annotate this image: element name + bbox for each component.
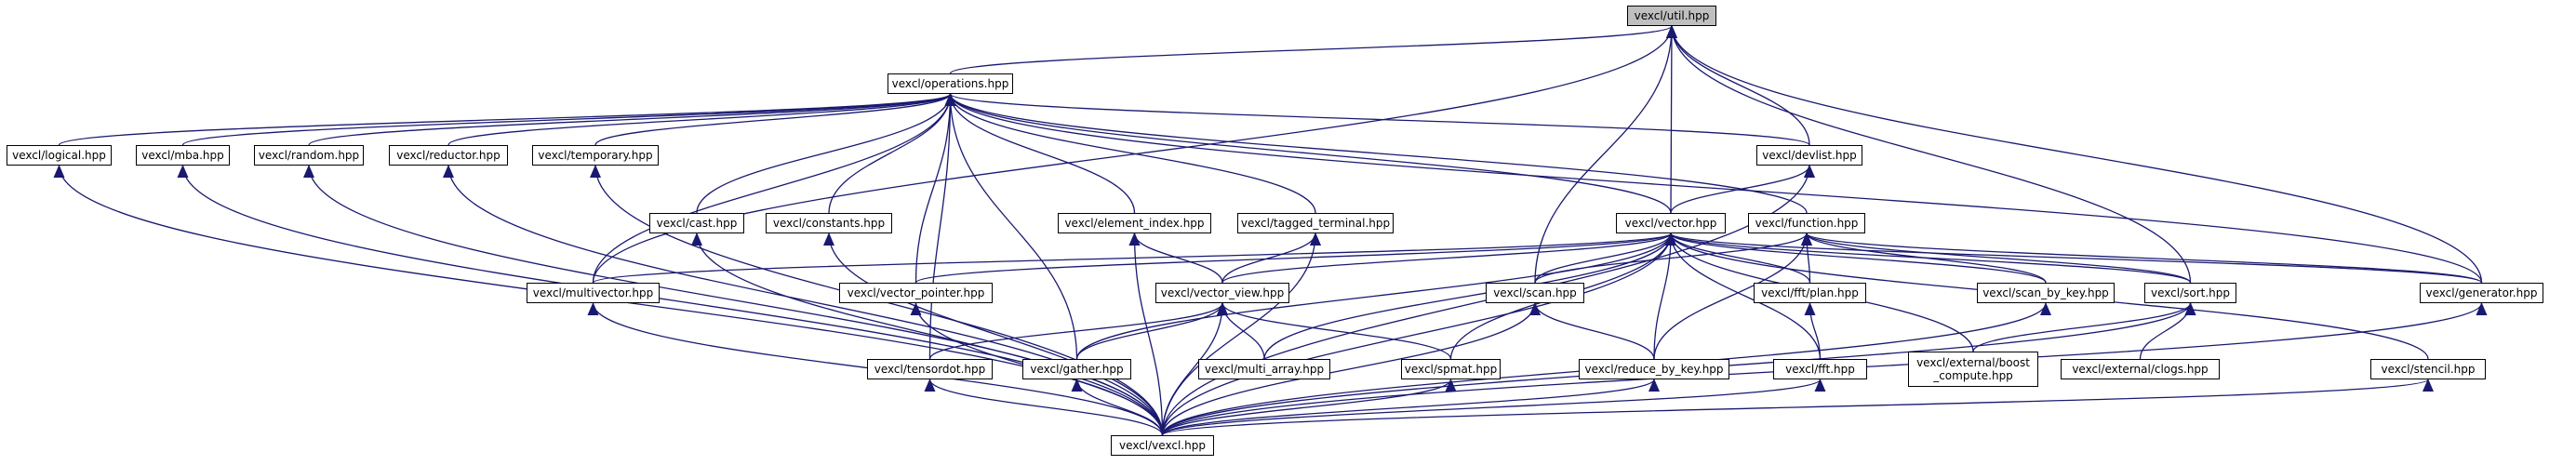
node-reduce-by-key[interactable]: vexcl/reduce_by_key.hpp [1579,359,1729,379]
edge-scan_by_key-to-function [1801,232,2047,284]
edge-multivector-to-vector [592,232,1676,284]
node-spmat[interactable]: vexcl/spmat.hpp [1401,359,1501,379]
edge-scan-to-function [1534,232,1812,284]
edge-vexcl-to-reduce_by_key [1161,379,1660,436]
node-vector[interactable]: vexcl/vector.hpp [1616,213,1726,233]
edge-constants-to-operations [828,93,956,214]
edge-vexcl-to-cast [691,232,1164,436]
edge-mba-to-operations [181,93,956,146]
node-tagged-terminal[interactable]: vexcl/tagged_terminal.hpp [1237,213,1394,233]
edge-fft-to-vector [1665,232,1822,360]
edge-multi_array-to-vector_view [1217,302,1265,360]
edge-generator-to-operations [944,93,2483,284]
edge-gather-to-vector [1075,232,1676,360]
edge-scan_by_key-to-vector [1665,232,2047,284]
node-constants[interactable]: vexcl/constants.hpp [766,213,892,233]
node-logical[interactable]: vexcl/logical.hpp [7,145,112,166]
node-cast[interactable]: vexcl/cast.hpp [649,213,744,233]
edge-vector_pointer-to-operations [914,93,956,284]
edge-vector_view-to-vector [1221,232,1676,284]
edge-vexcl-to-gather [1071,379,1164,436]
node-devlist[interactable]: vexcl/devlist.hpp [1756,145,1862,166]
edge-generator-to-function [1801,232,2483,284]
node-multi-array[interactable]: vexcl/multi_array.hpp [1198,359,1330,379]
edge-reduce_by_key-to-scan [1529,302,1655,360]
node-reductor[interactable]: vexcl/reductor.hpp [389,145,508,166]
edge-reductor-to-operations [447,93,956,146]
edge-vector_pointer-to-vector [914,232,1676,284]
edge-generator-to-vector [1665,232,2483,284]
edge-element_index-to-operations [944,93,1136,214]
node-fft[interactable]: vexcl/fft.hpp [1773,359,1867,379]
node-tensordot[interactable]: vexcl/tensordot.hpp [867,359,993,379]
edge-gather-to-vector_view [1075,302,1228,360]
edge-vexcl-to-reductor [443,165,1164,436]
edge-tensordot-to-operations [928,93,956,360]
edge-fft_plan-to-function [1801,232,1813,284]
node-mba[interactable]: vexcl/mba.hpp [136,145,230,166]
edge-temporary-to-operations [594,93,956,146]
node-scan-by-key[interactable]: vexcl/scan_by_key.hpp [1977,283,2115,303]
node-temporary[interactable]: vexcl/temporary.hpp [532,145,659,166]
node-vector-pointer[interactable]: vexcl/vector_pointer.hpp [839,283,993,303]
edge-generator-to-util [1666,25,2483,284]
edge-vexcl-to-random [303,165,1164,436]
node-generator[interactable]: vexcl/generator.hpp [2420,283,2543,303]
edge-vexcl-to-element_index [1128,232,1164,436]
node-element-index[interactable]: vexcl/element_index.hpp [1058,213,1211,233]
node-vexcl[interactable]: vexcl/vexcl.hpp [1111,435,1214,456]
node-sort[interactable]: vexcl/sort.hpp [2144,283,2236,303]
edge-vexcl-to-vector_view [1161,302,1228,436]
node-fft-plan[interactable]: vexcl/fft/plan.hpp [1754,283,1866,303]
edge-logical-to-operations [58,93,955,146]
edge-vexcl-to-stencil [1161,379,2434,436]
edge-random-to-operations [308,93,956,146]
node-multivector[interactable]: vexcl/multivector.hpp [527,283,660,303]
edge-operations-to-util [949,25,1677,74]
edge-multivector-to-operations [592,93,956,284]
node-util[interactable]: vexcl/util.hpp [1627,6,1716,26]
edge-vexcl-to-vector [1161,232,1676,436]
edge-vexcl-to-mba [177,165,1164,436]
edge-reduce_by_key-to-function [1653,232,1812,360]
edge-vexcl-to-tensordot [924,379,1164,436]
edge-function-to-operations [944,93,1808,214]
node-random[interactable]: vexcl/random.hpp [254,145,364,166]
node-vector-view[interactable]: vexcl/vector_view.hpp [1155,283,1289,303]
edge-scan-to-util [1534,25,1677,284]
edge-vexcl-to-spmat [1161,379,1457,436]
edge-tagged_terminal-to-operations [944,93,1316,214]
edge-gather-to-operations [944,93,1078,360]
node-function[interactable]: vexcl/function.hpp [1748,213,1865,233]
node-scan[interactable]: vexcl/scan.hpp [1486,283,1584,303]
edge-multivector-to-util [592,25,1677,284]
edge-vexcl-to-fft [1161,379,1826,436]
edge-sort-to-function [1801,232,2192,284]
edge-spmat-to-vector_view [1217,302,1452,360]
edge-vexcl-to-scan [1161,302,1541,436]
edge-vector-to-operations [944,93,1672,214]
node-clogs[interactable]: vexcl/external/clogs.hpp [2061,359,2220,379]
edge-sort-to-util [1666,25,2192,284]
node-boost-compute-line1: vexcl/external/boost [1916,356,2030,369]
edge-boost_compute-to-sort [1972,302,2196,352]
edge-vexcl-to-constants [823,232,1164,436]
node-boost-compute[interactable]: vexcl/external/boost _compute.hpp [1908,352,2038,387]
node-gather[interactable]: vexcl/gather.hpp [1022,359,1131,379]
node-boost-compute-line2: _compute.hpp [1933,369,2013,382]
edge-fft-to-fft_plan [1804,302,1822,360]
edge-reduce_by_key-to-vector [1653,232,1676,360]
edge-devlist-to-operations [944,93,1810,146]
edge-cast-to-operations [696,93,956,214]
edge-devlist-to-util [1666,25,1810,146]
node-operations[interactable]: vexcl/operations.hpp [888,73,1013,94]
node-stencil[interactable]: vexcl/stencil.hpp [2370,359,2486,379]
edge-multi_array-to-vector [1263,232,1676,360]
edge-vector-to-devlist [1670,165,1815,214]
